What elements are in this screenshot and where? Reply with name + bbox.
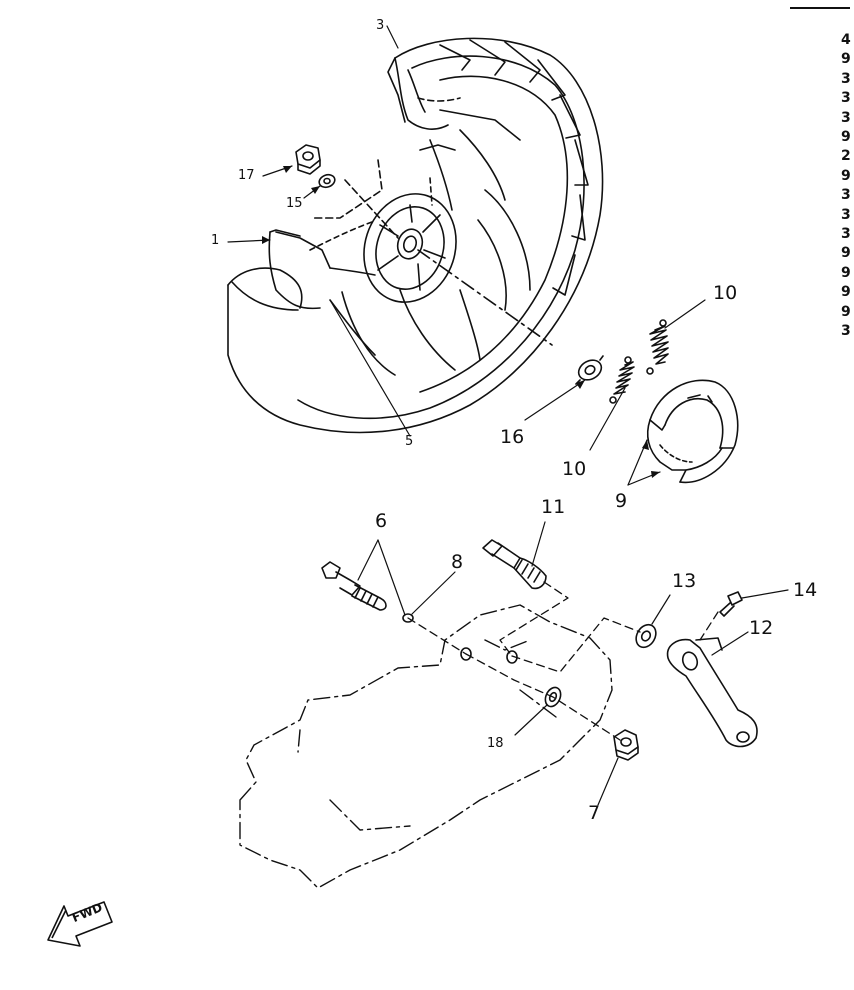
rim-part-5: [309, 109, 531, 376]
callout-10-lower: 10: [562, 458, 587, 480]
part-code: 3: [841, 70, 851, 87]
part-code: 9: [841, 264, 851, 281]
part-code: 9: [841, 245, 851, 262]
part-code: 3: [841, 323, 851, 339]
callout-8: 8: [451, 551, 464, 573]
part-code: 3: [841, 206, 851, 223]
shaft-part-6: [321, 561, 387, 611]
callout-14: 14: [793, 579, 818, 601]
part-code: 9: [841, 167, 851, 184]
callout-9: 9: [615, 490, 628, 512]
callout-3: 3: [376, 18, 385, 33]
washer-part-13: [635, 623, 657, 649]
callout-7: 7: [588, 802, 601, 824]
spring-part-10-upper: [646, 319, 669, 375]
part-code: 9: [841, 129, 851, 145]
leader-lines: [227, 25, 789, 806]
callout-5: 5: [405, 434, 414, 449]
parts-list: 1439536373899210911312313314915916917918…: [790, 0, 854, 340]
nut-part-17: [295, 144, 321, 175]
axle-line: [417, 249, 553, 346]
crankcase-hole: [460, 647, 472, 661]
part-code: 9: [841, 303, 851, 320]
cam-lever-part-12: [666, 637, 758, 748]
leader-arrowheads: [262, 166, 660, 478]
callout-13: 13: [672, 570, 697, 592]
part-code: 3: [841, 187, 851, 204]
callout-6: 6: [375, 510, 388, 532]
assembly-lines: [407, 581, 719, 741]
callout-10-upper: 10: [713, 282, 738, 304]
part-code: 9: [841, 51, 851, 68]
crankcase-outline: [239, 604, 613, 889]
nut-part-7: [613, 729, 639, 761]
spring-part-10-lower: [609, 356, 635, 404]
parts-list-rule: [790, 7, 850, 9]
part-code: 3: [841, 109, 851, 126]
callout-12: 12: [749, 617, 774, 639]
washer-part-15: [318, 173, 336, 189]
callout-17: 17: [238, 168, 255, 183]
collar-part-16: [575, 355, 604, 385]
tire-part-3: [227, 37, 604, 434]
part-code: 4: [841, 32, 851, 48]
part-code: 9: [841, 284, 851, 301]
callout-11: 11: [541, 496, 566, 518]
callout-16: 16: [500, 426, 525, 448]
callout-1: 1: [211, 233, 220, 248]
bolt-part-14: [719, 591, 743, 617]
o-ring-part-8: [402, 613, 414, 623]
part-code: 2: [841, 148, 851, 165]
brake-shoe-part-9: [646, 379, 739, 484]
part-code: 3: [841, 226, 851, 242]
forward-arrow-icon: [47, 901, 113, 947]
camshaft-part-11: [482, 539, 547, 590]
crankcase-hole: [506, 650, 518, 664]
callout-18: 18: [487, 736, 504, 751]
part-code: 3: [841, 90, 851, 107]
callout-15: 15: [286, 196, 303, 211]
